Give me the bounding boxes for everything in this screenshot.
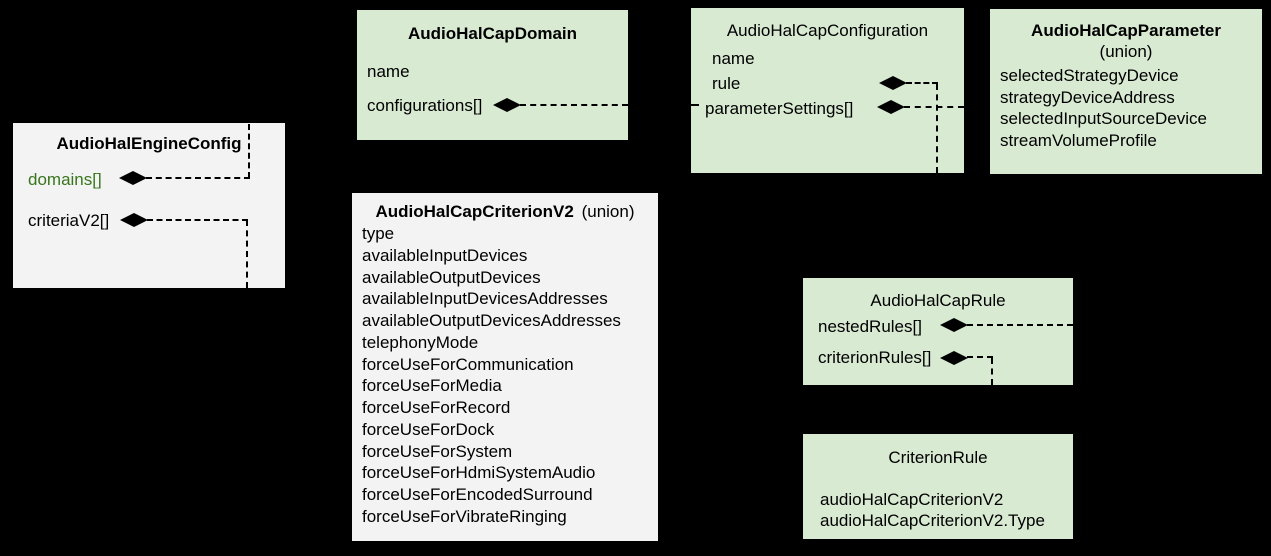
class-title-audio-hal-cap-criterion-v2: AudioHalCapCriterionV2 (union)	[352, 202, 658, 222]
field-list: audioHalCapCriterionV2 audioHalCapCriter…	[820, 490, 1045, 531]
field-list: type availableInputDevices availableOutp…	[362, 223, 621, 528]
composition-diamond-icon-configurations	[493, 98, 521, 112]
field-rule: rule	[712, 74, 741, 93]
class-box-audio-hal-engine-config: AudioHalEngineConfig domains[] criteriaV…	[13, 123, 285, 288]
class-subtitle-union: (union)	[581, 202, 635, 221]
connector-rule-vertical	[936, 84, 938, 173]
class-box-audio-hal-cap-configuration: AudioHalCapConfiguration name rule param…	[691, 8, 964, 173]
class-title-text: AudioHalCapCriterionV2	[375, 202, 574, 221]
connector-parameter-settings-horizontal	[904, 106, 964, 108]
field-list: selectedStrategyDevice strategyDeviceAdd…	[1000, 65, 1207, 152]
connector-rule-horizontal	[906, 82, 938, 84]
connector-criterion-rules-horizontal	[967, 356, 993, 358]
field-criteria-v2: criteriaV2[]	[28, 211, 110, 230]
field-force-use-for-communication: forceUseForCommunication	[362, 354, 574, 374]
composition-diamond-icon-domains	[119, 171, 147, 185]
field-selected-strategy-device: selectedStrategyDevice	[1000, 66, 1179, 85]
connector-nested-rules-horizontal	[967, 324, 1073, 326]
field-force-use-for-encoded-surround: forceUseForEncodedSurround	[362, 485, 593, 504]
connector-configurations-horizontal	[520, 104, 628, 106]
field-nested-rules: nestedRules[]	[818, 317, 922, 336]
class-title-audio-hal-cap-rule: AudioHalCapRule	[870, 291, 1006, 310]
field-name: name	[712, 49, 755, 68]
field-domains: domains[]	[28, 170, 102, 189]
class-box-audio-hal-cap-rule: AudioHalCapRule nestedRules[] criterionR…	[803, 278, 1073, 385]
field-available-output-devices: availableOutputDevices	[362, 267, 541, 287]
field-configurations: configurations[]	[367, 96, 483, 115]
connector-domains-horizontal	[146, 177, 250, 179]
field-name: name	[367, 62, 410, 81]
class-title-audio-hal-cap-configuration: AudioHalCapConfiguration	[726, 21, 929, 40]
field-available-input-devices-addresses: availableInputDevicesAddresses	[362, 289, 608, 309]
composition-diamond-icon-criterion-rules	[940, 351, 968, 365]
composition-diamond-icon-criteria-v2	[120, 213, 148, 227]
field-force-use-for-system: forceUseForSystem	[362, 441, 513, 461]
field-telephony-mode: telephonyMode	[362, 332, 479, 352]
field-force-use-for-hdmi-system-audio: forceUseForHdmiSystemAudio	[362, 463, 596, 483]
field-available-input-devices: availableInputDevices	[362, 245, 528, 265]
field-force-use-for-dock: forceUseForDock	[362, 419, 495, 439]
composition-diamond-icon-rule	[879, 76, 907, 90]
connector-criteria-v2-horizontal	[147, 219, 248, 221]
class-title-audio-hal-cap-parameter: AudioHalCapParameter	[1031, 21, 1221, 40]
connector-criterion-rules-vertical	[991, 358, 993, 385]
class-title-audio-hal-cap-domain: AudioHalCapDomain	[407, 24, 578, 43]
class-box-audio-hal-cap-criterion-v2: AudioHalCapCriterionV2 (union) type avai…	[352, 193, 658, 541]
field-criterion-rules: criterionRules[]	[818, 348, 932, 367]
field-audio-hal-cap-criterion-v2-type: audioHalCapCriterionV2.Type	[820, 510, 1045, 530]
connector-configurations-stub	[689, 104, 699, 106]
field-force-use-for-vibrate-ringing: forceUseForVibrateRinging	[362, 506, 567, 526]
field-audio-hal-cap-criterion-v2: audioHalCapCriterionV2	[820, 490, 1004, 509]
field-parameter-settings: parameterSettings[]	[705, 99, 854, 118]
field-available-output-devices-addresses: availableOutputDevicesAddresses	[362, 311, 621, 330]
class-box-audio-hal-cap-domain: AudioHalCapDomain name configurations[]	[357, 10, 628, 140]
composition-diamond-icon-nested-rules	[940, 318, 968, 332]
connector-criteria-v2-vertical	[246, 220, 248, 288]
connector-domains-vertical	[248, 124, 250, 178]
field-selected-input-source-device: selectedInputSourceDevice	[1000, 109, 1207, 129]
field-force-use-for-media: forceUseForMedia	[362, 376, 502, 396]
field-strategy-device-address: strategyDeviceAddress	[1000, 87, 1175, 107]
class-title-criterion-rule: CriterionRule	[888, 448, 988, 467]
class-title-audio-hal-engine-config: AudioHalEngineConfig	[56, 134, 242, 153]
class-box-criterion-rule: CriterionRule audioHalCapCriterionV2 aud…	[803, 434, 1073, 539]
composition-diamond-icon-parameter-settings	[877, 100, 905, 114]
class-box-audio-hal-cap-parameter: AudioHalCapParameter (union) selectedStr…	[990, 9, 1262, 174]
field-stream-volume-profile: streamVolumeProfile	[1000, 131, 1157, 151]
field-type: type	[362, 224, 395, 243]
field-force-use-for-record: forceUseForRecord	[362, 398, 511, 417]
class-subtitle-union: (union)	[1099, 42, 1153, 61]
